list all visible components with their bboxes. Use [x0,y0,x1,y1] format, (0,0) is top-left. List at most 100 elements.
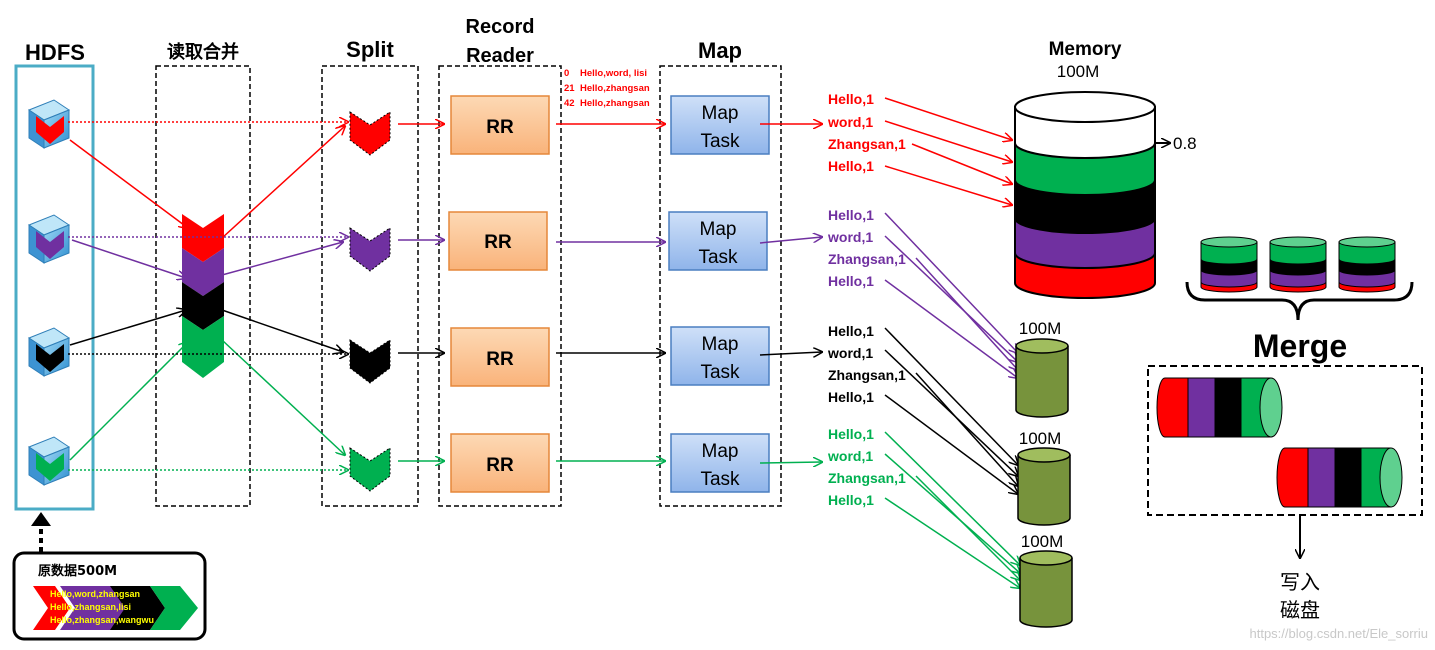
hdfs-header: HDFS [25,40,85,65]
kv-item: Hello,1 [828,158,874,174]
kv-item: Hello,1 [828,492,874,508]
offset-text-2: Hello,zhangsan [580,83,650,94]
source-line-2: Hello,zhangsan,lisi [50,602,131,612]
arrow-server4-merge [69,342,188,461]
hdfs-server-1 [27,99,71,149]
arrow-merge-split3 [221,309,343,352]
disk-spill-2 [1017,447,1071,526]
source-data-stripe [33,586,198,630]
split-frame [321,65,419,507]
arrow-server2-merge [71,239,186,278]
small-cylinder-1 [1200,236,1258,293]
arrows-kv-black-disk [884,327,1018,494]
offset-num-1: 0 [564,68,569,79]
merged-horizontal-cylinder-1 [1156,377,1283,438]
record-offsets: 0 Hello,word, lisi 21 Hello,zhangsan 42 … [564,68,650,109]
disk-spill-3 [1019,550,1073,628]
record-reader-header-line2: Reader [466,45,534,67]
record-reader-box-2: RR [448,211,548,271]
record-reader-frame [438,65,562,507]
arrow-map4-kv [759,462,822,463]
hdfs-server-3 [27,327,71,377]
map-task-box-2: Map Task [668,211,768,271]
record-reader-box-3: RR [450,327,550,387]
map-frame [659,65,782,507]
kv-item: word,1 [827,345,873,361]
merge-box [1147,365,1423,516]
kv-item: Hello,1 [828,207,874,223]
offset-text-1: Hello,word, lisi [580,68,647,79]
kv-item: Hello,1 [828,273,874,289]
merge-brace [1185,281,1414,321]
kv-group-black: Hello,1 word,1 Zhangsan,1 Hello,1 [827,323,906,405]
map-task-line1: Map [702,103,739,124]
arrow-server3-merge [69,310,186,346]
kv-group-green: Hello,1 word,1 Zhangsan,1 Hello,1 [827,426,906,508]
memory-header: Memory [1049,39,1122,60]
kv-item: Hello,1 [828,426,874,442]
split-chevron-1 [349,111,391,156]
write-disk-line2: 磁盘 [1280,598,1320,622]
kv-group-purple: Hello,1 word,1 Zhangsan,1 Hello,1 [827,207,906,289]
map-task-box-1: Map Task [670,95,770,155]
small-cylinder-3 [1338,236,1396,293]
kv-group-red: Hello,1 word,1 Zhangsan,1 Hello,1 [827,91,906,174]
record-reader-box-4: RR [450,433,550,493]
kv-item: Zhangsan,1 [828,251,906,267]
rr-label: RR [486,117,514,138]
kv-item: word,1 [827,448,873,464]
source-data-title: 原数据500M [38,563,117,579]
merged-horizontal-cylinder-2 [1276,447,1403,508]
disk-size-label-2: 100M [1019,429,1062,448]
source-line-3: Hello,zhangsan,wangwu [50,615,154,625]
kv-item: word,1 [827,229,873,245]
kv-item: Zhangsan,1 [828,136,906,152]
merge-read-header: 读取合并 [167,41,239,63]
hdfs-server-4 [27,436,71,486]
hdfs-server-2 [27,214,71,264]
spill-threshold-label: 0.8 [1173,134,1197,153]
kv-item: Zhangsan,1 [828,367,906,383]
arrow-merge-split4 [221,339,345,455]
rr-label: RR [484,232,512,253]
offset-num-3: 42 [564,98,575,109]
map-task-box-3: Map Task [670,326,770,386]
split-chevron-2 [349,227,391,272]
source-line-1: Hello,word,zhangsan [50,589,140,599]
kv-item: Zhangsan,1 [828,470,906,486]
split-header: Split [346,37,394,62]
memory-buffer-cylinder [1014,91,1156,299]
arrow-server1-merge [69,139,188,228]
watermark-url: https://blog.csdn.net/Ele_sorriu [1250,626,1429,641]
kv-item: Hello,1 [828,91,874,107]
arrow-merge-split1 [221,126,345,239]
kv-item: Hello,1 [828,389,874,405]
kv-item: Hello,1 [828,323,874,339]
map-task-line1: Map [702,441,739,462]
rr-label: RR [486,349,514,370]
disk-spill-1 [1015,338,1069,418]
arrow-merge-split2 [221,242,343,276]
record-reader-header-line1: Record [466,16,535,38]
arrows-kv-red-memory [884,97,1012,205]
map-task-line2: Task [700,362,740,383]
write-disk-line1: 写入 [1280,570,1320,594]
merge-read-frame [155,65,251,507]
arrow-map3-kv [759,352,822,355]
map-task-box-4: Map Task [670,433,770,493]
split-chevron-3 [349,339,391,384]
map-header: Map [698,38,742,63]
arrows-kv-green-disk [884,431,1020,588]
merge-title: Merge [1253,328,1347,364]
merged-data-chevrons [182,214,224,378]
rr-label: RR [486,455,514,476]
map-task-line2: Task [700,131,740,152]
map-task-line2: Task [700,469,740,490]
map-task-line1: Map [702,334,739,355]
offset-num-2: 21 [564,83,575,94]
kv-item: word,1 [827,114,873,130]
disk-size-label-3: 100M [1021,532,1064,551]
small-cylinder-2 [1269,236,1327,293]
map-task-line1: Map [700,219,737,240]
